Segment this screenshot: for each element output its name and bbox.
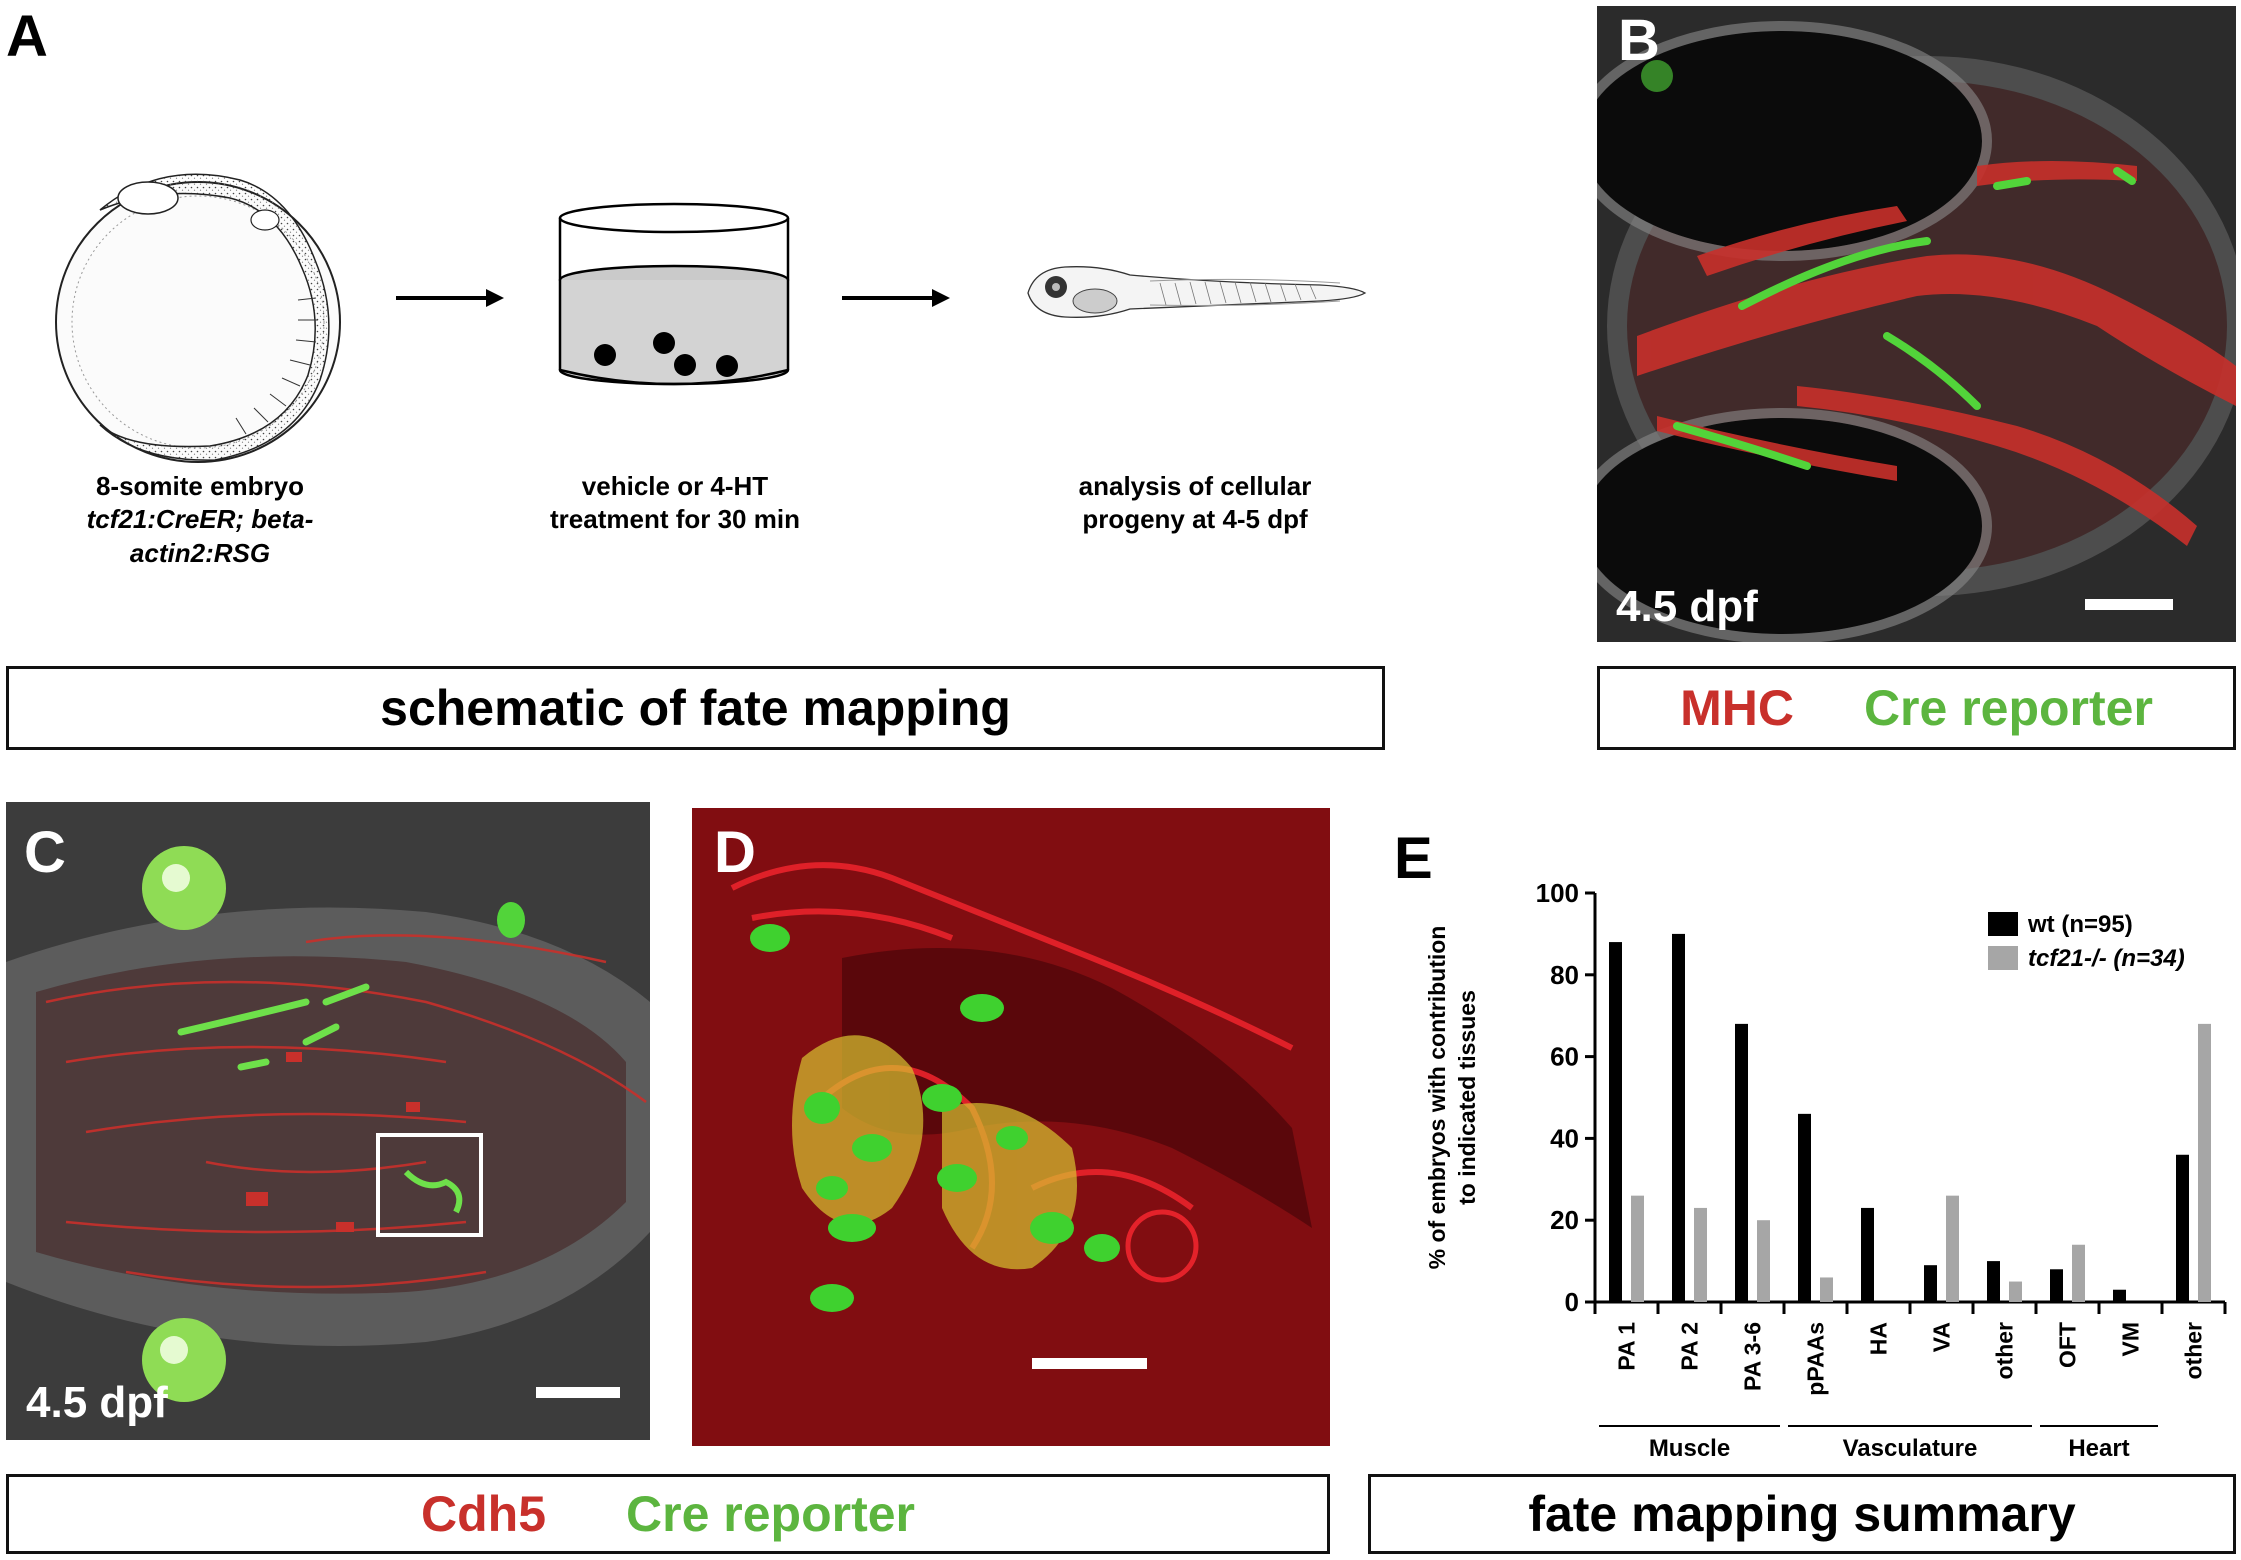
- x-tick-label: OFT: [2055, 1322, 2081, 1368]
- panel-c-label-green: Cre reporter: [626, 1486, 915, 1542]
- embryo-illustration: [55, 173, 341, 463]
- bar: [1631, 1195, 1644, 1302]
- legend-swatch: [1988, 946, 2018, 970]
- arrow-right-icon: [842, 289, 950, 307]
- bar: [1924, 1265, 1937, 1302]
- panel-a-letter: A: [6, 4, 48, 69]
- bar: [2176, 1154, 2189, 1302]
- step2-line1: vehicle or 4-HT: [581, 471, 769, 501]
- step1-caption: 8-somite embryo tcf21:CreER; beta-actin2…: [20, 470, 380, 570]
- bar: [1735, 1023, 1748, 1302]
- step2-line2: treatment for 30 min: [550, 504, 800, 535]
- y-tick-label: 80: [1550, 960, 1579, 990]
- group-label: Vasculature: [1843, 1435, 1978, 1460]
- step1-line1: 8-somite embryo: [95, 471, 305, 501]
- bar: [2198, 1023, 2211, 1302]
- panel-b-label-green: Cre reporter: [1863, 680, 2153, 736]
- bar: [2072, 1244, 2085, 1302]
- petri-dish-illustration: [558, 202, 790, 386]
- bar: [1798, 1113, 1811, 1302]
- x-tick-label: VM: [2118, 1322, 2144, 1357]
- y-axis-label: to indicated tissues: [1454, 990, 1480, 1205]
- panel-e-label-box: fate mapping summary: [1368, 1474, 2236, 1554]
- panel-a-label-box: schematic of fate mapping: [6, 666, 1385, 750]
- panel-c-letter: C: [24, 820, 66, 885]
- step3-caption: analysis of cellular progeny at 4-5 dpf: [1020, 470, 1370, 537]
- y-tick-label: 100: [1536, 878, 1579, 908]
- bar: [1820, 1277, 1833, 1302]
- x-tick-label: HA: [1866, 1322, 1892, 1355]
- step3-line2: progeny at 4-5 dpf: [1082, 504, 1308, 535]
- bar: [2050, 1269, 2063, 1302]
- panel-e-label: fate mapping summary: [1528, 1486, 2076, 1542]
- bar: [1694, 1207, 1707, 1302]
- arrow-right-icon: [396, 289, 504, 307]
- group-label: Heart: [2068, 1435, 2129, 1460]
- legend-swatch: [1988, 912, 2018, 936]
- bar: [1946, 1195, 1959, 1302]
- step3-line1: analysis of cellular: [1078, 471, 1312, 501]
- x-tick-label: PA 3-6: [1740, 1322, 1766, 1391]
- panel-c-label-red: Cdh5: [421, 1486, 546, 1542]
- bar: [1861, 1207, 1874, 1302]
- panel-b-label-box: MHC Cre reporter: [1597, 666, 2236, 750]
- y-tick-label: 60: [1550, 1042, 1579, 1072]
- panel-c-age: 4.5 dpf: [26, 1378, 168, 1427]
- x-tick-label: pPAAs: [1803, 1322, 1829, 1396]
- fate-mapping-bar-chart: 0 20 40 60 80 100 % of embryos with contributi…: [1424, 878, 2227, 1460]
- x-tick-label: VA: [1929, 1322, 1955, 1352]
- panel-b-micrograph: [1597, 6, 2236, 642]
- y-tick-label: 20: [1550, 1205, 1579, 1235]
- panel-e-letter: E: [1394, 826, 1433, 891]
- x-tick-label: PA 1: [1614, 1322, 1640, 1371]
- group-label: Muscle: [1649, 1435, 1730, 1460]
- x-tick-label: other: [1992, 1322, 2018, 1380]
- step1-line2: tcf21:CreER; beta-actin2:RSG: [86, 504, 314, 568]
- step2-caption: vehicle or 4-HT treatment for 30 min: [500, 470, 850, 537]
- panel-cd-label-box: Cdh5 Cre reporter: [6, 1474, 1330, 1554]
- panel-a-label: schematic of fate mapping: [380, 680, 1011, 736]
- panel-b-letter: B: [1618, 8, 1660, 73]
- larva-illustration: [1027, 266, 1367, 318]
- bar: [2113, 1289, 2126, 1302]
- panel-c-micrograph: [6, 802, 650, 1440]
- bar: [1757, 1220, 1770, 1302]
- bar: [1672, 933, 1685, 1302]
- x-tick-label: PA 2: [1677, 1322, 1703, 1371]
- y-axis-label: % of embryos with contribution: [1424, 926, 1450, 1270]
- panel-d-micrograph: [692, 808, 1330, 1446]
- bar: [1609, 942, 1622, 1302]
- y-tick-label: 0: [1565, 1287, 1579, 1317]
- y-tick-label: 40: [1550, 1123, 1579, 1153]
- panel-b-age: 4.5 dpf: [1616, 582, 1758, 631]
- panel-b-label-red: MHC: [1680, 680, 1794, 736]
- bar: [1987, 1261, 2000, 1302]
- x-tick-label: other: [2181, 1322, 2207, 1380]
- legend-label: wt (n=95): [2027, 911, 2133, 938]
- bar: [2009, 1281, 2022, 1302]
- panel-d-letter: D: [714, 820, 756, 885]
- legend-label: tcf21-/- (n=34): [2028, 945, 2185, 972]
